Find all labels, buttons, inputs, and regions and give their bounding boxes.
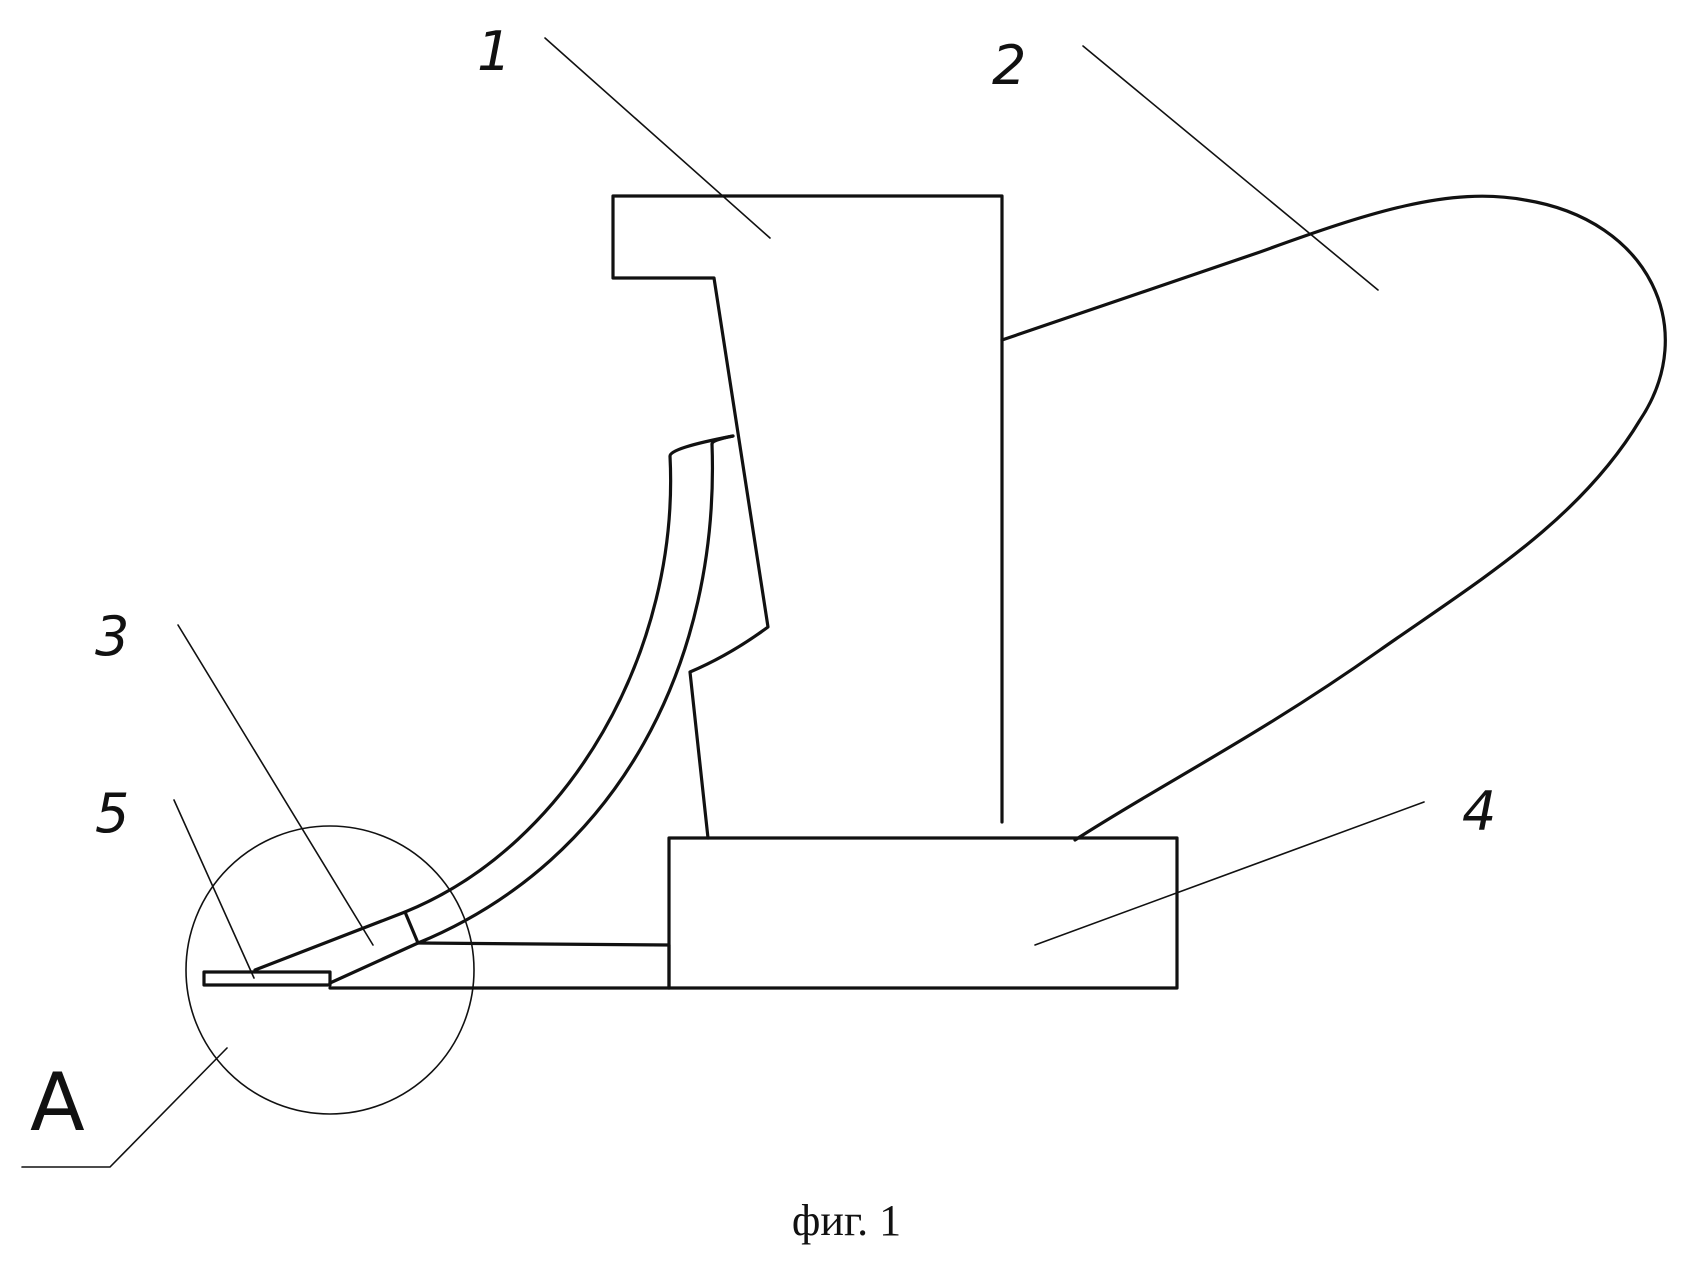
leader-4: [1034, 801, 1425, 946]
part-1-body: [611, 194, 1004, 840]
part-4-base: [667, 836, 1179, 990]
callout-1: 1: [477, 20, 511, 83]
detail-circle-a: [185, 825, 475, 1115]
part-3-blade-inner: [328, 434, 735, 985]
figure-caption: фиг. 1: [791, 1196, 902, 1245]
callout-4: 4: [1462, 780, 1496, 843]
leader-a: [21, 1047, 228, 1168]
callout-5: 5: [95, 782, 129, 845]
part-3-blade-joint: [403, 910, 420, 945]
leader-5: [173, 799, 255, 979]
leader-1: [544, 37, 771, 239]
part-5-tip-plate: [202, 970, 332, 987]
detail-label-a: A: [30, 1056, 85, 1149]
part-2-wing: [1000, 194, 1667, 842]
connecting-bar: [416, 941, 671, 990]
callout-2: 2: [992, 34, 1026, 97]
part-3-blade-outer: [253, 434, 735, 972]
leader-3: [177, 624, 374, 946]
callout-3: 3: [95, 605, 129, 668]
leader-2: [1082, 45, 1379, 291]
